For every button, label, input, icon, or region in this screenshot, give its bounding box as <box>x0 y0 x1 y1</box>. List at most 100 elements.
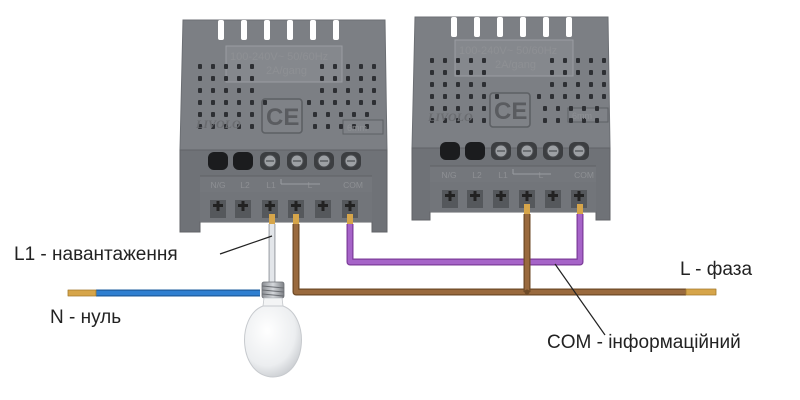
led-bulb-icon <box>244 281 302 378</box>
vent-hole <box>576 58 580 63</box>
com-label: COM - інформаційний <box>547 332 741 353</box>
vent-hole <box>211 124 215 129</box>
vent-hole <box>543 118 547 123</box>
vent-hole <box>320 76 324 81</box>
vent-hole <box>237 124 241 129</box>
vent-hole <box>495 94 499 99</box>
vent-hole <box>443 94 447 99</box>
terminal-hole <box>233 152 253 170</box>
vent-hole <box>333 100 337 105</box>
vent-hole <box>224 124 228 129</box>
vent-hole <box>595 106 599 111</box>
terminal-label: L2 <box>472 170 482 180</box>
phase-wire <box>292 224 686 296</box>
vent-hole <box>569 118 573 123</box>
vent-hole <box>326 124 330 129</box>
vent-hole <box>346 76 350 81</box>
vent-hole <box>372 88 376 93</box>
vent-hole <box>482 118 486 123</box>
vent-hole <box>556 118 560 123</box>
vent-hole <box>359 76 363 81</box>
vent-hole <box>237 76 241 81</box>
terminal-hole <box>465 142 485 160</box>
vent-hole <box>543 106 547 111</box>
vent-hole <box>456 94 460 99</box>
vent-hole <box>469 70 473 75</box>
vent-hole <box>372 64 376 69</box>
vent-hole <box>237 100 241 105</box>
vent-hole <box>430 58 434 63</box>
vent-hole <box>430 118 434 123</box>
vent-hole <box>326 112 330 117</box>
vent-hole <box>198 64 202 69</box>
rating-text: 100-240V~ 50/60Hz <box>459 45 557 57</box>
terminal-label: L1 <box>498 170 508 180</box>
vent-hole <box>482 106 486 111</box>
phase-label: L - фаза <box>680 259 753 280</box>
vent-hole <box>563 70 567 75</box>
vent-hole <box>556 106 560 111</box>
vent-hole <box>237 88 241 93</box>
vent-hole <box>456 82 460 87</box>
vent-hole <box>372 100 376 105</box>
vent-hole <box>589 82 593 87</box>
vent-hole <box>563 58 567 63</box>
vent-hole <box>211 76 215 81</box>
vent-hole <box>365 112 369 117</box>
rating-gang-text: 2A/gang <box>266 65 307 77</box>
vent-hole <box>550 94 554 99</box>
vent-hole <box>469 94 473 99</box>
terminal-label: N/G <box>210 180 225 190</box>
callout-lines <box>219 235 606 336</box>
vent-hole <box>550 58 554 63</box>
vent-hole <box>469 58 473 63</box>
vent-hole <box>224 64 228 69</box>
vent-hole <box>589 94 593 99</box>
vent-hole <box>346 100 350 105</box>
vent-hole <box>443 118 447 123</box>
terminal-label: L <box>539 170 544 180</box>
wires <box>67 204 717 297</box>
vent-hole <box>224 88 228 93</box>
vent-hole <box>482 94 486 99</box>
ce-mark-icon: CE <box>494 98 527 125</box>
vent-hole <box>250 76 254 81</box>
vent-hole <box>346 64 350 69</box>
vent-hole <box>307 100 311 105</box>
vent-hole <box>469 82 473 87</box>
vent-hole <box>482 58 486 63</box>
vent-hole <box>602 94 606 99</box>
vent-hole <box>359 100 363 105</box>
vent-hole <box>443 70 447 75</box>
rating-text: 100-240V~ 50/60Hz <box>230 51 328 63</box>
vent-hole <box>430 94 434 99</box>
vent-hole <box>224 100 228 105</box>
brand-logo: LIVOLO <box>195 117 241 131</box>
vent-hole <box>320 100 324 105</box>
vent-hole <box>263 100 267 105</box>
vent-hole <box>211 112 215 117</box>
vent-hole <box>224 112 228 117</box>
vent-hole <box>589 70 593 75</box>
vent-hole <box>198 76 202 81</box>
terminal-label: COM <box>343 180 363 190</box>
vent-hole <box>359 64 363 69</box>
terminal-hole <box>440 142 460 160</box>
vent-hole <box>576 94 580 99</box>
vent-hole <box>602 82 606 87</box>
phase-wire-tip <box>685 288 717 296</box>
switch-module-left <box>179 19 388 233</box>
vent-hole <box>250 88 254 93</box>
vent-hole <box>537 94 541 99</box>
vent-hole <box>482 82 486 87</box>
terminal-label: L <box>308 180 313 190</box>
terminal-label: L2 <box>240 180 250 190</box>
vent-hole <box>469 118 473 123</box>
vent-hole <box>443 106 447 111</box>
vent-hole <box>339 112 343 117</box>
vent-hole <box>333 88 337 93</box>
terminal-hole <box>208 152 228 170</box>
ce-mark-icon: CE <box>266 104 299 131</box>
vent-hole <box>443 82 447 87</box>
vent-hole <box>359 88 363 93</box>
